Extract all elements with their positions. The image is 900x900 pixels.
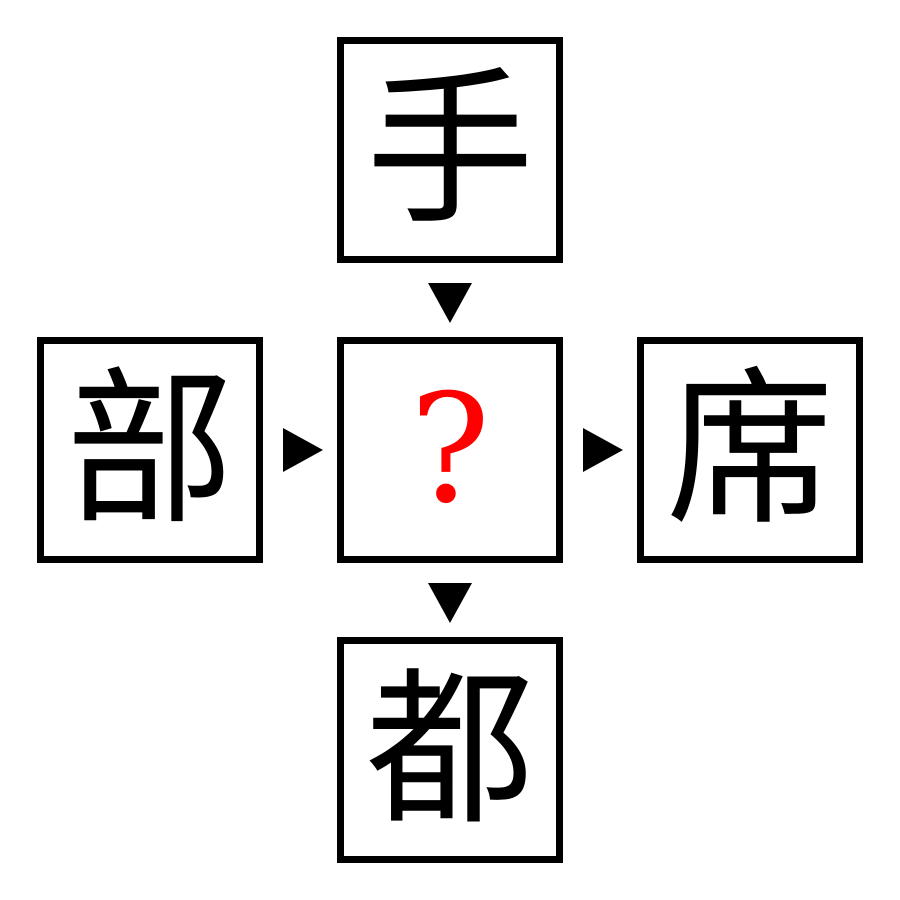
triangle-right-icon: [283, 428, 323, 472]
top-kanji-box: 手: [337, 37, 563, 263]
triangle-down-icon: [428, 283, 472, 323]
left-kanji-box: 部: [37, 337, 263, 563]
bottom-kanji-box: 都: [337, 637, 563, 863]
triangle-down-icon: [428, 583, 472, 623]
triangle-right-icon: [583, 428, 623, 472]
answer-box[interactable]: ?: [337, 337, 563, 563]
right-kanji-box: 席: [637, 337, 863, 563]
